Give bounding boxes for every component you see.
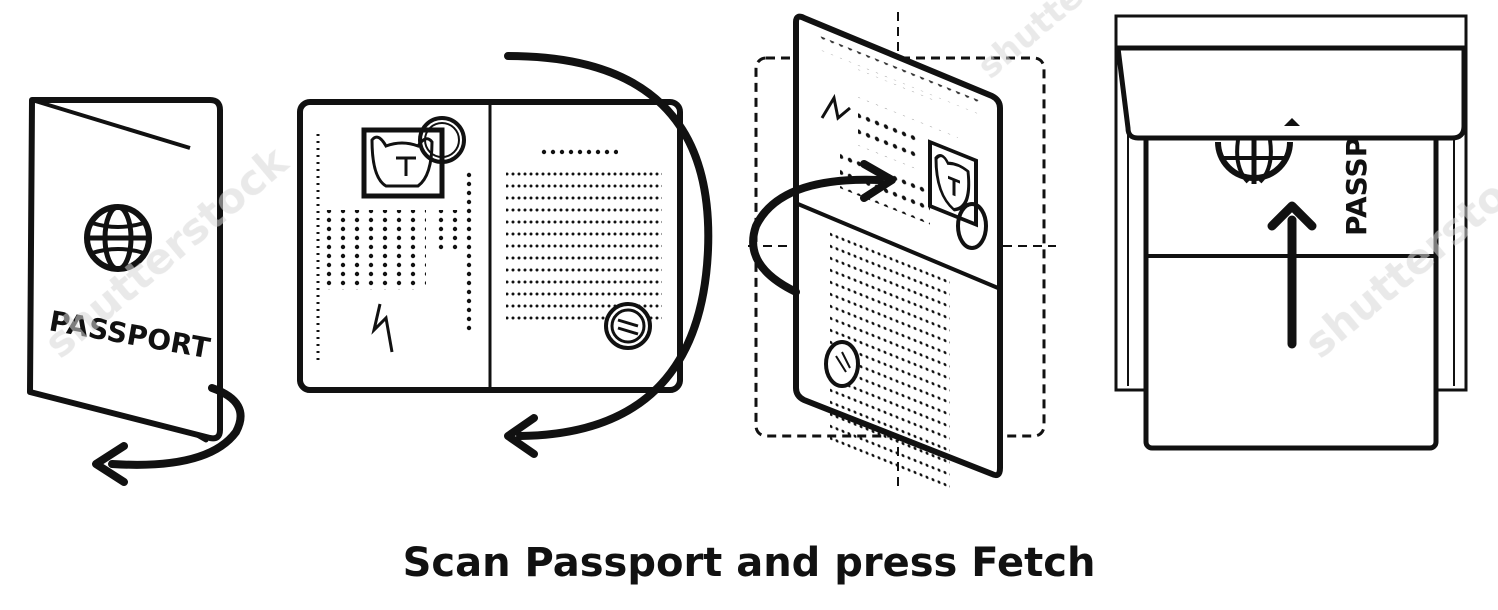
scanner-slot-flap	[1115, 45, 1467, 141]
curved-arrow	[749, 175, 884, 296]
step-2-open-pages	[297, 52, 713, 458]
globe-icon	[84, 204, 152, 272]
step-4-insert-into-scanner: PASSP	[1114, 14, 1468, 451]
photo-frame	[928, 139, 978, 228]
passport-spine-label: PASSP	[1340, 137, 1373, 236]
stamp-icon	[956, 202, 988, 250]
curved-arrow	[108, 384, 245, 469]
stamp-icon	[418, 116, 466, 164]
photo-frame	[361, 127, 445, 199]
step-3-align-page	[748, 12, 1056, 497]
signature-icon	[371, 303, 394, 353]
step-1-open-passport: PASSPORT	[27, 97, 245, 486]
caption: Scan Passport and press Fetch	[402, 540, 1096, 586]
curved-arrow	[504, 52, 713, 440]
globe-icon	[1215, 139, 1293, 184]
signature-icon	[820, 93, 851, 121]
